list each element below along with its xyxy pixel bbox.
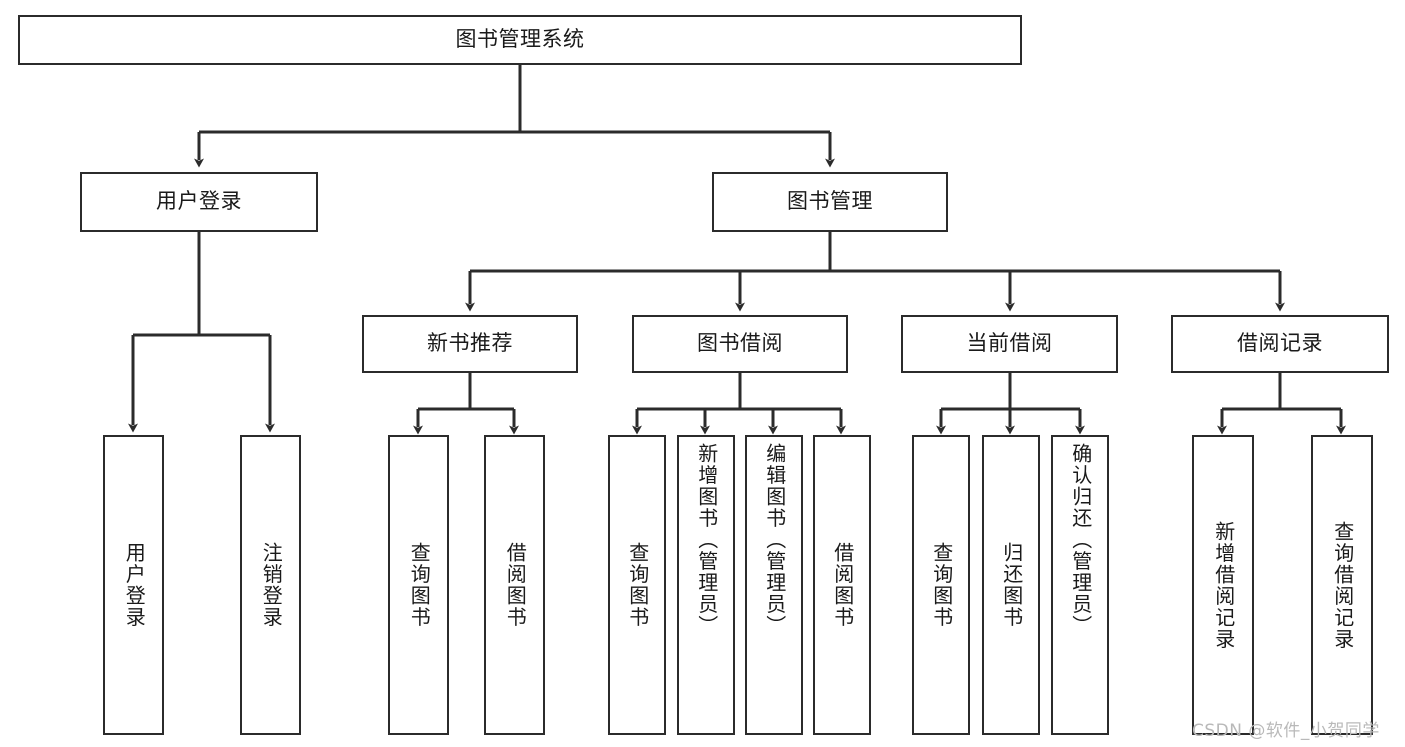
node-user-login-label: 用户登录	[156, 189, 242, 214]
node-user-login[interactable]: 用户登录	[80, 172, 318, 232]
leaf-current-return-book-label: 归还图书	[999, 542, 1024, 628]
leaf-borrow-add-book[interactable]: 新增图书（管理员）	[677, 435, 735, 735]
leaf-new-book-query-label: 查询图书	[407, 542, 432, 628]
leaf-borrow-add-book-label: 新增图书（管理员）	[694, 443, 719, 637]
node-borrow-records-label: 借阅记录	[1237, 331, 1323, 356]
leaf-record-query-label: 查询借阅记录	[1330, 520, 1355, 650]
leaf-user-logout[interactable]: 注销登录	[240, 435, 301, 735]
leaf-borrow-borrow-book[interactable]: 借阅图书	[813, 435, 871, 735]
leaf-borrow-query-book-label: 查询图书	[625, 542, 650, 628]
leaf-borrow-edit-book-label: 编辑图书（管理员）	[762, 443, 787, 637]
leaf-record-add-label: 新增借阅记录	[1211, 520, 1236, 650]
node-new-book-recommend-label: 新书推荐	[427, 331, 513, 356]
node-book-borrow[interactable]: 图书借阅	[632, 315, 848, 373]
leaf-user-logout-label: 注销登录	[259, 542, 284, 628]
node-current-borrow[interactable]: 当前借阅	[901, 315, 1118, 373]
leaf-borrow-borrow-book-label: 借阅图书	[830, 542, 855, 628]
leaf-borrow-edit-book[interactable]: 编辑图书（管理员）	[745, 435, 803, 735]
leaf-borrow-query-book[interactable]: 查询图书	[608, 435, 666, 735]
node-root[interactable]: 图书管理系统	[18, 15, 1022, 65]
watermark: CSDN @软件_小贺同学	[1192, 721, 1380, 741]
leaf-record-add[interactable]: 新增借阅记录	[1192, 435, 1254, 735]
node-current-borrow-label: 当前借阅	[966, 331, 1053, 356]
leaf-current-query-book[interactable]: 查询图书	[912, 435, 970, 735]
node-book-borrow-label: 图书借阅	[697, 331, 783, 356]
node-book-management[interactable]: 图书管理	[712, 172, 948, 232]
leaf-new-book-query[interactable]: 查询图书	[388, 435, 449, 735]
leaf-current-return-book[interactable]: 归还图书	[982, 435, 1040, 735]
leaf-new-book-borrow-label: 借阅图书	[503, 542, 528, 628]
leaf-record-query[interactable]: 查询借阅记录	[1311, 435, 1373, 735]
node-book-management-label: 图书管理	[787, 189, 873, 214]
node-root-label: 图书管理系统	[455, 27, 585, 52]
leaf-user-login[interactable]: 用户登录	[103, 435, 164, 735]
leaf-new-book-borrow[interactable]: 借阅图书	[484, 435, 545, 735]
leaf-user-login-label: 用户登录	[122, 542, 147, 628]
node-borrow-records[interactable]: 借阅记录	[1171, 315, 1389, 373]
node-new-book-recommend[interactable]: 新书推荐	[362, 315, 578, 373]
leaf-current-confirm-return-label: 确认归还（管理员）	[1068, 443, 1093, 637]
leaf-current-confirm-return[interactable]: 确认归还（管理员）	[1051, 435, 1109, 735]
leaf-current-query-book-label: 查询图书	[929, 542, 954, 628]
